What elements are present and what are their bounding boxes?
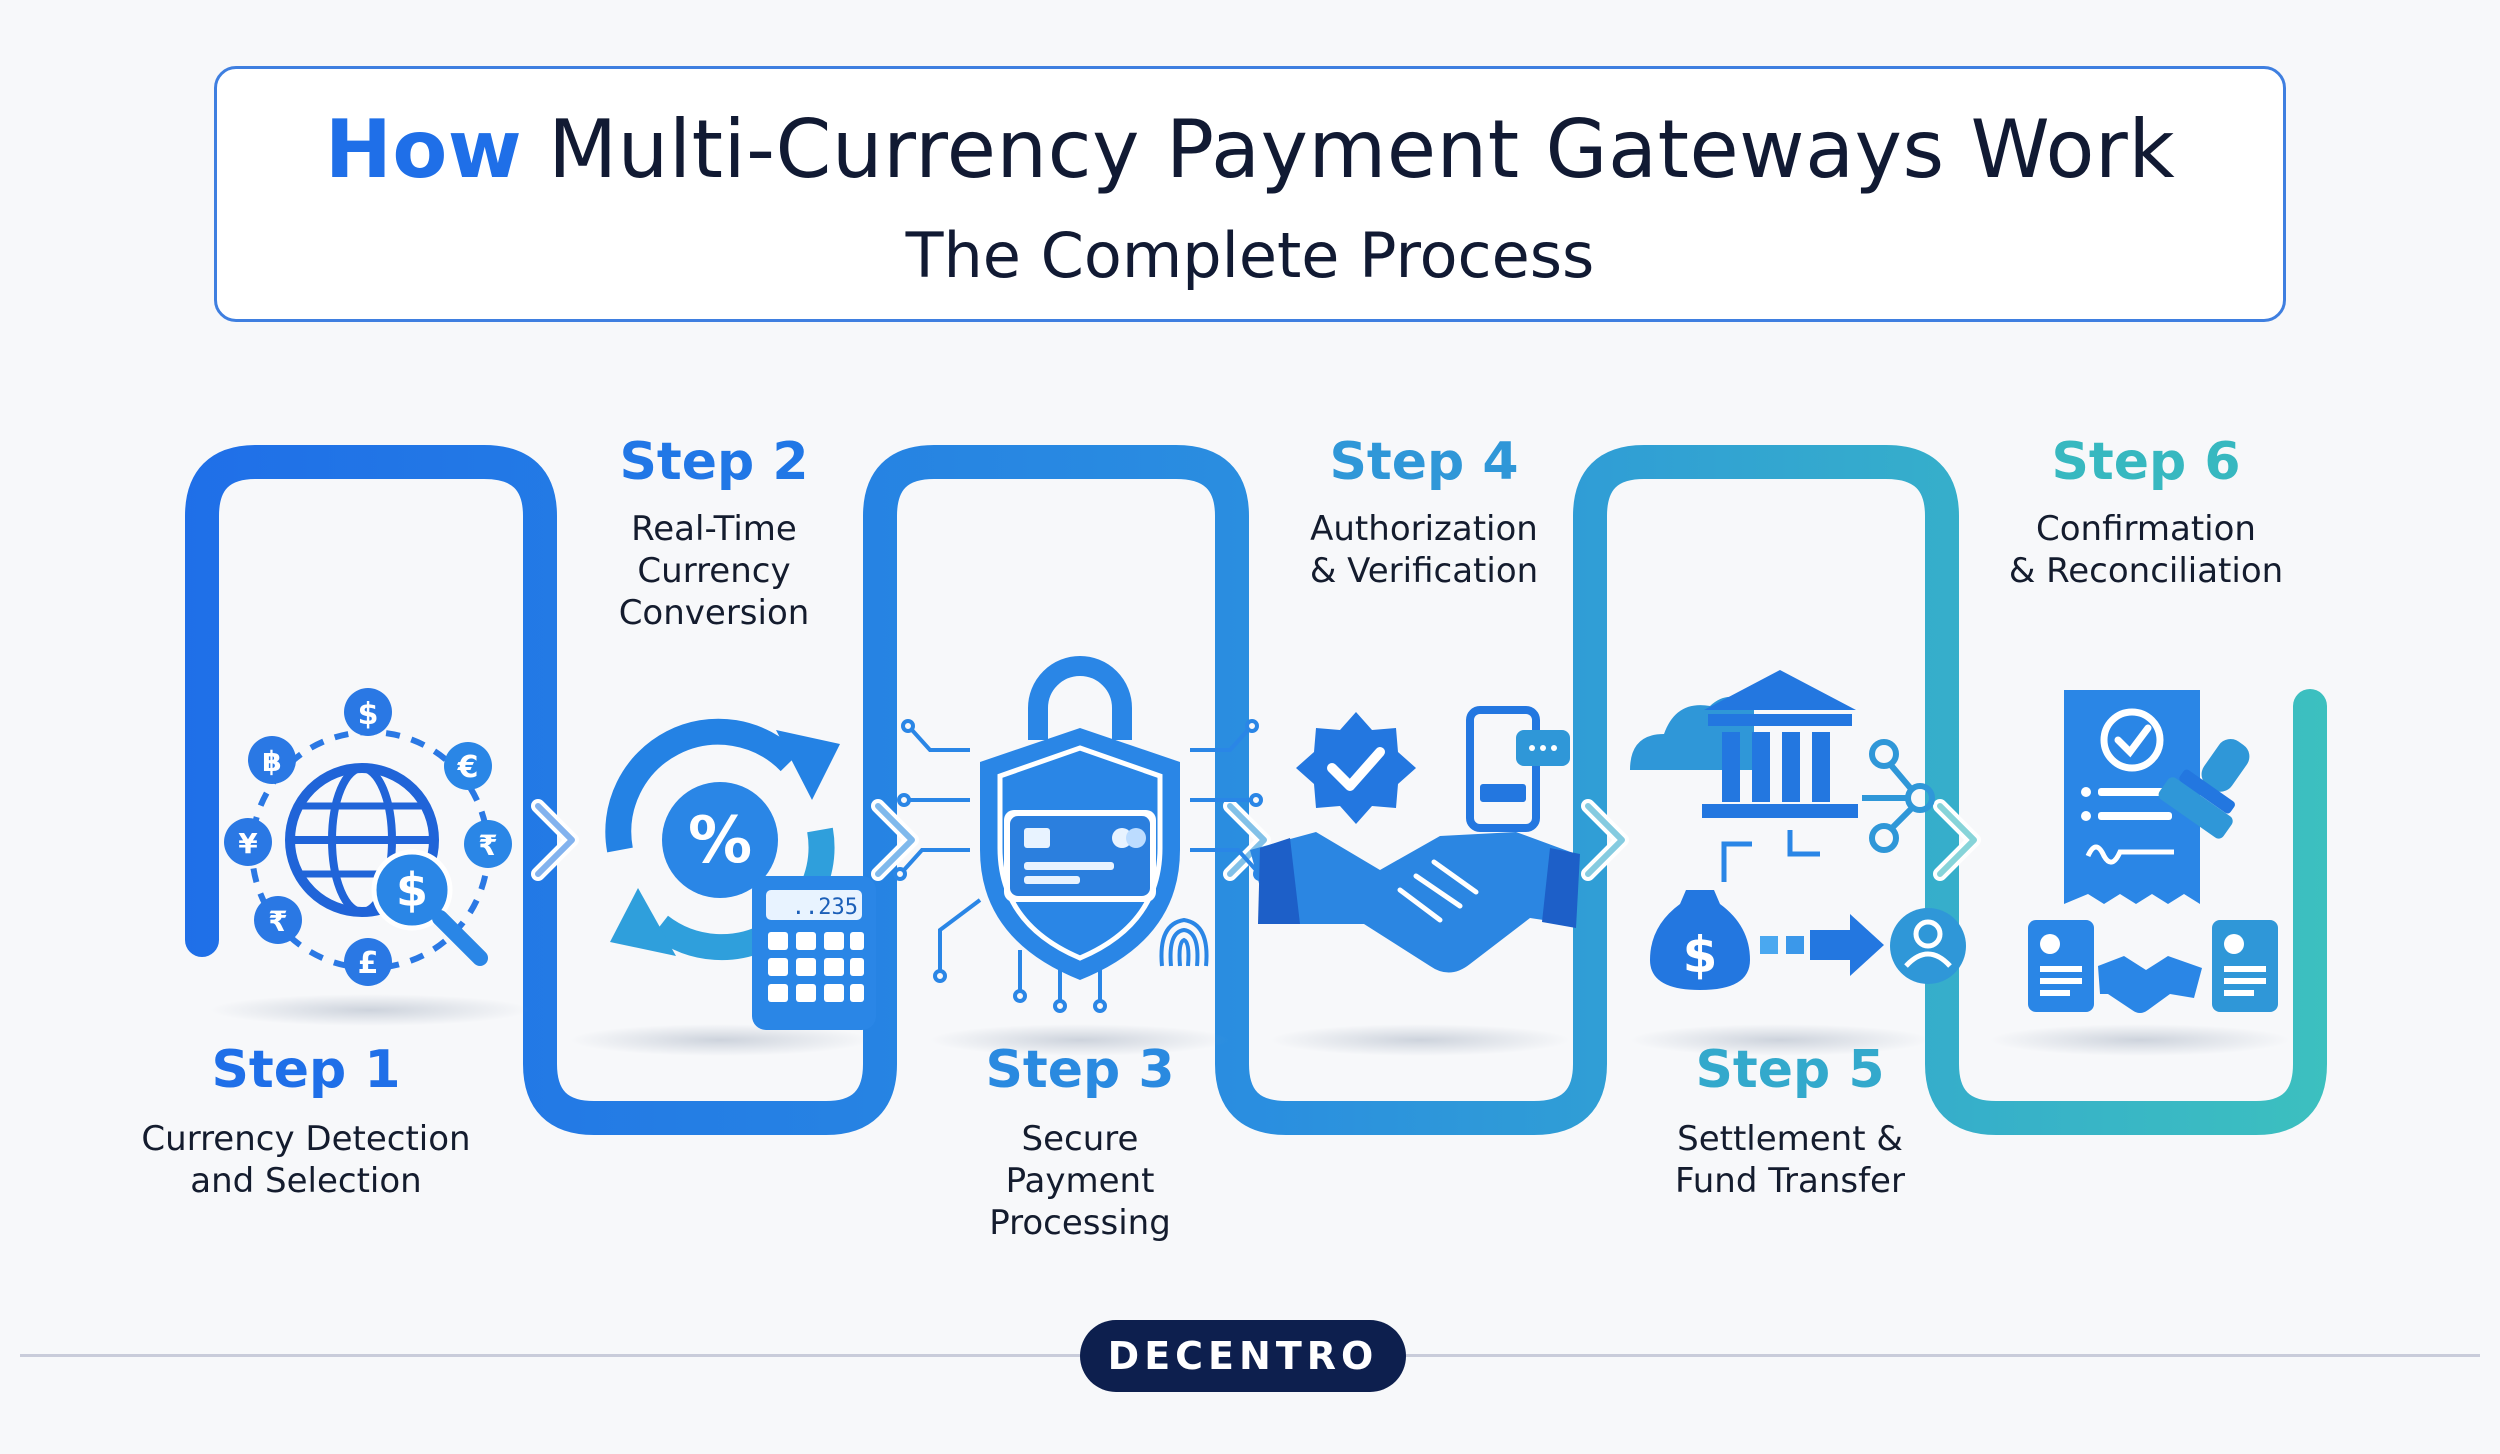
icon-shadow <box>930 1024 1230 1056</box>
page-subtitle: The Complete Process <box>905 219 1595 292</box>
secure-shield-icon <box>893 656 1267 1013</box>
receipt-stamp-icon <box>2028 690 2278 1013</box>
step-6-title: Step 6 <box>2051 432 2241 492</box>
bank-settlement-icon: $ <box>1630 670 1966 990</box>
chevron-arrow-icon <box>1581 799 1629 881</box>
icon-shadow <box>1270 1024 1570 1056</box>
step-5-title: Step 5 <box>1695 1040 1885 1100</box>
svg-text:..235: ..235 <box>792 895 858 920</box>
icon-shadow <box>570 1024 870 1056</box>
step-5-description: Settlement & Fund Transfer <box>1675 1119 1905 1201</box>
icon-shadow <box>210 994 530 1026</box>
step-3-description: Secure Payment Processing <box>989 1119 1171 1243</box>
step-2-description: Real-Time Currency Conversion <box>618 509 810 633</box>
svg-text:$: $ <box>358 697 379 732</box>
icon-shadow <box>1630 1024 1930 1056</box>
page-title: How Multi-Currency Payment Gateways Work <box>217 103 2283 196</box>
svg-text:£: £ <box>358 946 379 981</box>
svg-text:$: $ <box>1683 926 1718 984</box>
handshake-verification-icon <box>1250 706 1580 973</box>
icon-shadow <box>1990 1024 2290 1056</box>
chevron-arrow-icon <box>871 799 919 881</box>
title-box: How Multi-Currency Payment Gateways Work… <box>214 66 2286 322</box>
footer-divider-right <box>1406 1354 2480 1357</box>
title-highlight: How <box>324 103 523 196</box>
step-1-description: Currency Detection and Selection <box>141 1119 471 1201</box>
step-1-title: Step 1 <box>211 1040 401 1100</box>
globe-currency-icon: $ $ ฿ € ¥ ₹ ₹ £ <box>224 688 512 986</box>
title-rest: Multi-Currency Payment Gateways Work <box>522 103 2176 196</box>
svg-text:$: $ <box>396 863 428 917</box>
svg-text:฿: ฿ <box>262 745 281 778</box>
step-4-description: Authorization & Verification <box>1309 509 1539 591</box>
svg-text:%: % <box>688 804 752 878</box>
chevron-arrow-icon <box>1933 799 1981 881</box>
step-4-title: Step 4 <box>1329 432 1519 492</box>
svg-text:₹: ₹ <box>478 829 497 862</box>
currency-conversion-icon: % ..235 <box>605 718 876 1030</box>
footer-divider-left <box>20 1354 1080 1357</box>
chevron-arrow-icon <box>1223 799 1271 881</box>
svg-text:₹: ₹ <box>268 905 287 938</box>
brand-logo: DECENTRO <box>1080 1320 1406 1392</box>
step-2-title: Step 2 <box>619 432 809 492</box>
step-6-description: Confirmation & Reconciliation <box>2008 509 2284 591</box>
svg-text:€: € <box>457 750 479 785</box>
svg-text:¥: ¥ <box>238 827 258 860</box>
chevron-arrow-icon <box>531 799 579 881</box>
step-3-title: Step 3 <box>985 1040 1175 1100</box>
